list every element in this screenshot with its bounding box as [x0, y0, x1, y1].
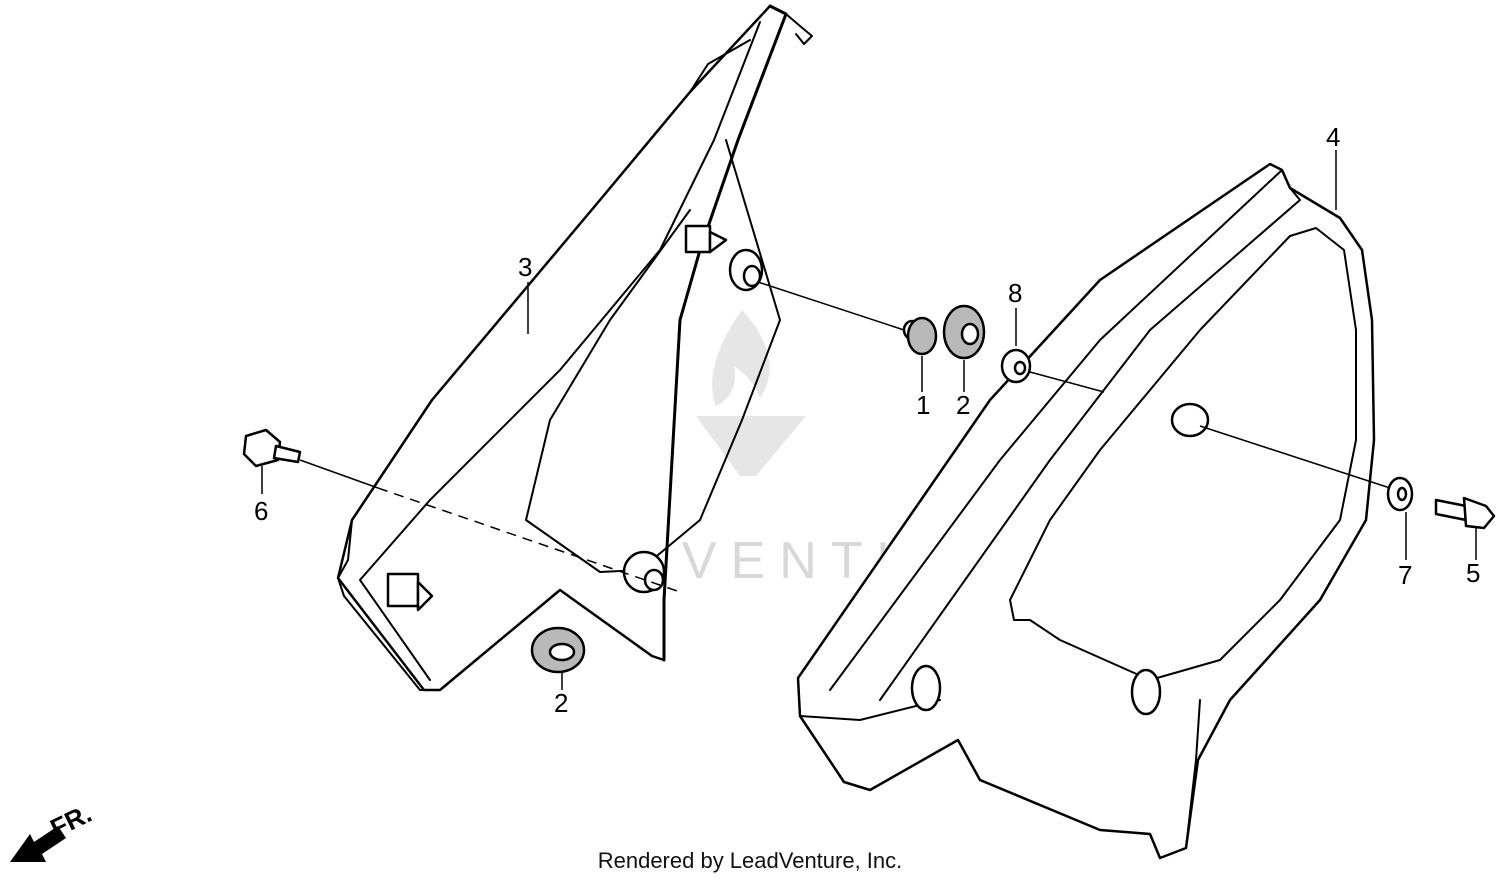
part-5-bolt — [1434, 496, 1496, 530]
flame-logo-icon — [696, 310, 806, 476]
front-arrow-icon — [10, 826, 66, 862]
callout-4: 4 — [1326, 122, 1340, 152]
assembly-lines — [299, 281, 1391, 593]
mounting-hole-upper — [1170, 402, 1210, 438]
callout-2-lower: 2 — [554, 688, 568, 718]
callout-5: 5 — [1466, 558, 1480, 588]
part-7-washer — [1386, 476, 1414, 512]
mounting-pin-upper — [684, 224, 728, 254]
mounting-hole-right — [1130, 668, 1162, 716]
part-3-left-side-cover — [336, 4, 813, 692]
part-6-bolt — [242, 428, 302, 468]
part-1-collar — [902, 316, 938, 356]
callout-leaders — [261, 150, 1477, 690]
callout-8: 8 — [1008, 278, 1022, 308]
boss-upper — [728, 248, 764, 292]
part-8-washer — [1000, 348, 1032, 384]
callout-3: 3 — [518, 252, 532, 282]
callout-6: 6 — [254, 496, 268, 526]
part-2-grommet-upper — [942, 304, 986, 360]
part-2-grommet-lower — [530, 626, 586, 674]
mounting-pin-lower — [386, 572, 434, 612]
callout-2-upper: 2 — [956, 390, 970, 420]
callout-1: 1 — [916, 390, 930, 420]
mounting-hole-left — [910, 664, 942, 712]
callout-7: 7 — [1398, 560, 1412, 590]
boss-lower — [622, 550, 666, 594]
footer-credit: Rendered by LeadVenture, Inc. — [597, 848, 903, 873]
part-4-right-side-cover — [796, 162, 1376, 860]
